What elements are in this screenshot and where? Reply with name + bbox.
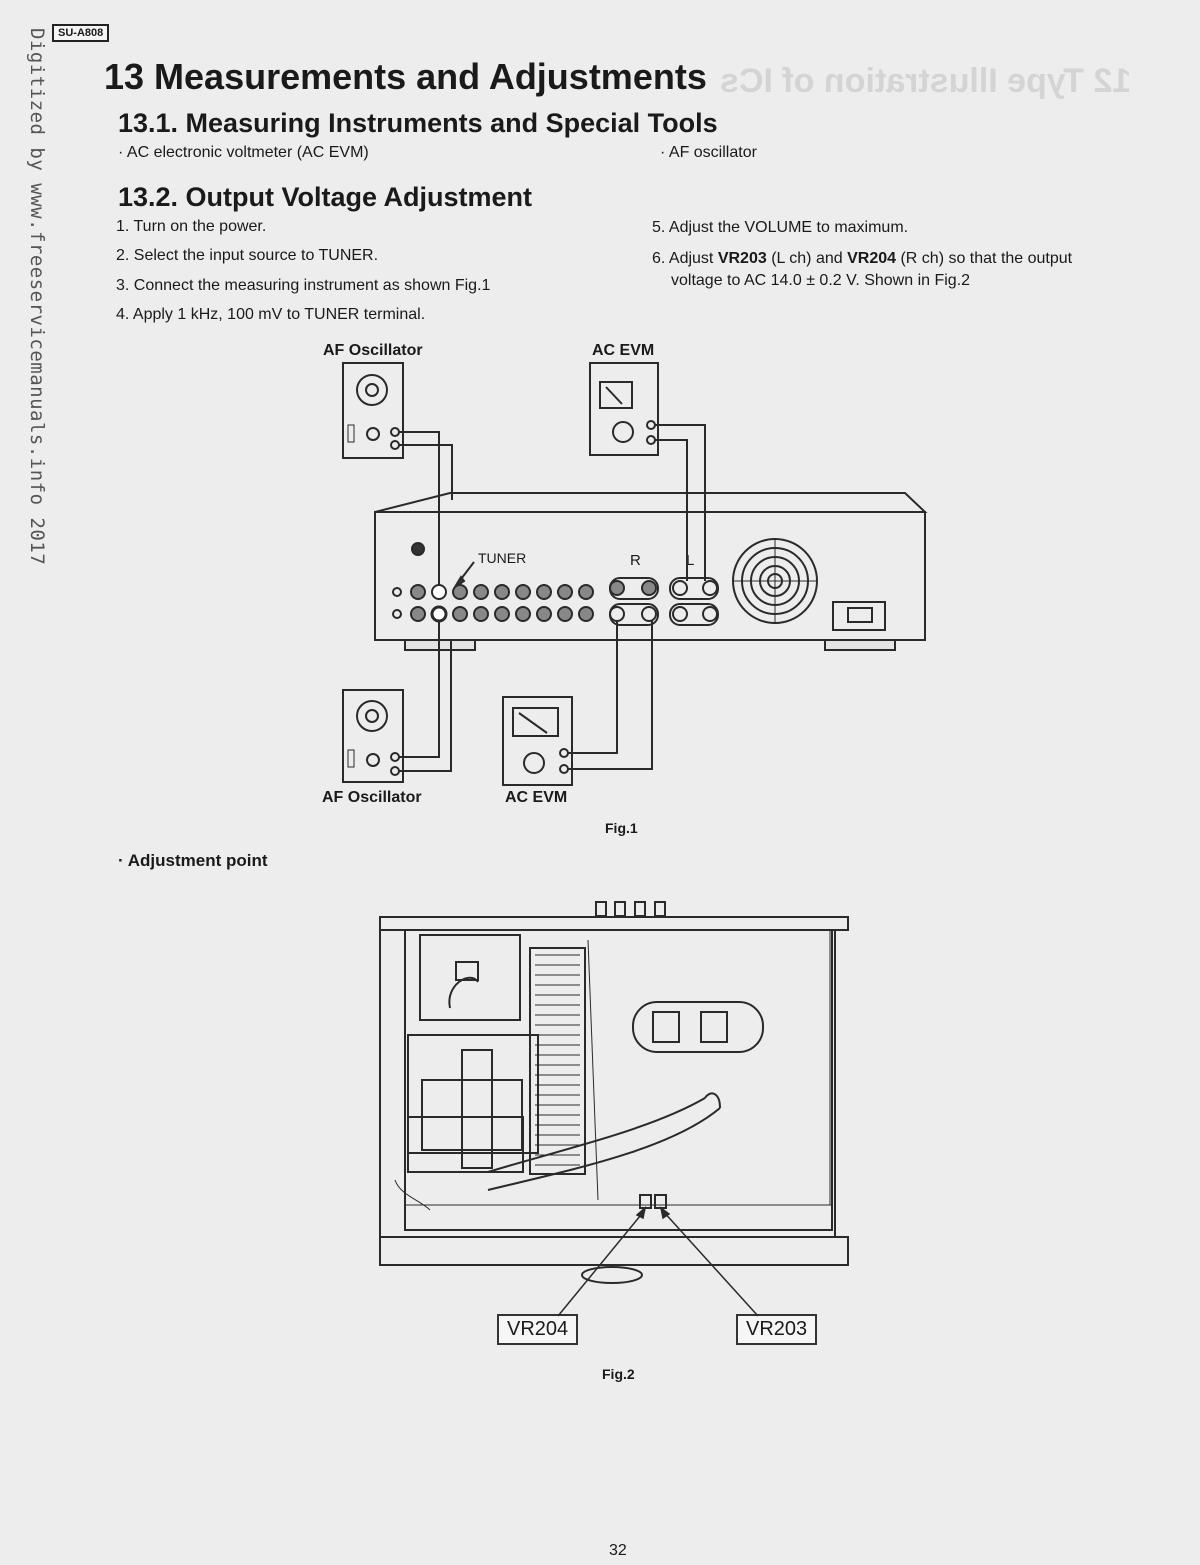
af-oscillator-bottom <box>342 689 404 783</box>
speaker-terminals <box>632 1001 764 1053</box>
adjustment-point-heading: · Adjustment point <box>118 851 268 870</box>
rca-jacks-row-1 <box>392 577 719 600</box>
fig2-caption: Fig.2 <box>602 1366 635 1382</box>
watermark: Digitized by www.freeservicemanuals.info… <box>26 28 48 566</box>
connection-cables <box>399 424 706 772</box>
ac-evm-bottom <box>502 696 573 786</box>
page-number: 32 <box>609 1542 627 1559</box>
step-6-prefix: 6. Adjust <box>652 250 718 267</box>
amplifier-top-view <box>379 901 849 1266</box>
step-6-vr204: VR204 <box>847 250 897 267</box>
cooling-fan <box>732 538 818 624</box>
af-oscillator-top-label: AF Oscillator <box>323 342 423 359</box>
subsection-1-title: 13.1. Measuring Instruments and Special … <box>118 108 718 138</box>
step-6: 6. Adjust VR203 (L ch) and VR204 (R ch) … <box>652 250 1072 268</box>
power-inlet <box>832 601 886 631</box>
instrument-af-oscillator: · AF oscillator <box>660 144 757 161</box>
af-oscillator-top <box>342 362 404 459</box>
l-channel-label: L <box>686 552 695 569</box>
tuner-label: TUNER <box>478 550 527 566</box>
step-5: 5. Adjust the VOLUME to maximum. <box>652 219 909 236</box>
step-6-vr203: VR203 <box>717 250 767 267</box>
vr-leader-lines <box>557 1205 759 1317</box>
step-6-middle: (L ch) and <box>766 250 848 267</box>
ac-evm-top-label: AC EVM <box>592 342 655 359</box>
ribbon-cable <box>487 1092 721 1191</box>
ac-evm-bottom-label: AC EVM <box>505 789 568 806</box>
transformer-block <box>407 934 539 1173</box>
step-6-line-2: voltage to AC 14.0 ± 0.2 V. Shown in Fig… <box>671 272 971 289</box>
instrument-ac-evm: · AC electronic voltmeter (AC EVM) <box>118 144 369 161</box>
step-2: 2. Select the input source to TUNER. <box>116 247 379 264</box>
vr204-label: VR204 <box>497 1314 579 1345</box>
rca-jacks-row-2 <box>392 603 719 626</box>
section-title: 13 Measurements and Adjustments <box>104 56 707 97</box>
subsection-2-title: 13.2. Output Voltage Adjustment <box>118 182 533 212</box>
step-3: 3. Connect the measuring instrument as s… <box>116 277 491 294</box>
ac-evm-top <box>589 362 659 456</box>
amplifier-rear-panel <box>374 492 928 651</box>
step-4: 4. Apply 1 kHz, 100 mV to TUNER terminal… <box>116 306 426 323</box>
step-6-suffix: (R ch) so that the output <box>896 250 1073 267</box>
heatsink <box>529 939 599 1201</box>
af-oscillator-bottom-label: AF Oscillator <box>322 789 422 806</box>
r-channel-label: R <box>630 552 641 569</box>
vr203-label: VR203 <box>736 1314 818 1345</box>
circuit-board <box>394 1179 832 1284</box>
model-badge: SU-A808 <box>52 24 110 42</box>
fig1-caption: Fig.1 <box>605 820 638 836</box>
step-1: 1. Turn on the power. <box>116 218 267 235</box>
